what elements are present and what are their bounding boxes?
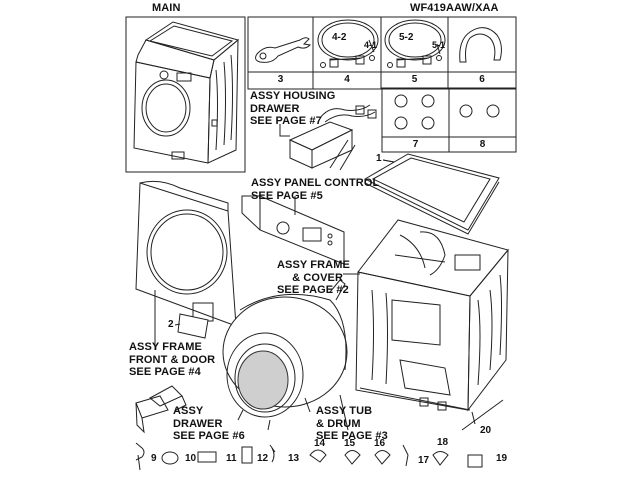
cabinet-frame-illustration [355,219,509,412]
accessory-grid-caps [381,87,517,153]
part-number-6: 6 [479,74,485,85]
label-line: FRONT & DOOR [129,353,216,366]
label-line: SEE PAGE #2 [277,284,349,296]
callout-2-filter-cap: 2 [168,319,174,330]
callout-5-1: 5-1 [432,40,446,50]
label-line: SEE PAGE #4 [129,366,201,378]
label-line: ASSY FRAME [129,341,202,353]
drain-hose-illustration [461,399,504,431]
label-line: & COVER [292,271,343,284]
label-line: ASSY TUB [316,405,373,417]
callout-20-drain-hose: 20 [480,425,492,436]
main-washer-illustration [125,16,246,173]
callout-1-top-cover: 1 [376,153,382,164]
part-number-14: 14 [314,438,326,449]
label-line: DRAWER [173,417,223,430]
part-number-15: 15 [344,438,356,449]
label-assy-panel-control: ASSY PANEL CONTROL SEE PAGE #5 [251,177,379,202]
label-line: DRAWER [250,102,300,115]
label-line: SEE PAGE #3 [316,430,388,442]
part-number-9: 9 [151,453,157,464]
label-assy-housing-drawer: ASSY HOUSING DRAWER SEE PAGE #7 [250,90,335,128]
part-number-10: 10 [185,453,197,464]
front-frame-door-illustration [135,180,237,350]
part-number-11: 11 [226,453,237,464]
panel-control-illustration [241,195,345,265]
label-line: ASSY HOUSING [250,90,336,102]
part-number-3: 3 [277,74,284,85]
part-number-8: 8 [479,139,486,150]
part-number-19: 19 [496,453,508,464]
label-line: SEE PAGE #5 [251,189,323,202]
part-number-18: 18 [437,437,449,448]
callout-4-2: 4-2 [332,32,347,43]
part-number-5: 5 [411,74,418,85]
model-number: WF419AAW/XAA [410,2,499,14]
label-assy-tub-drum: ASSY TUB & DRUM SEE PAGE #3 [316,405,388,443]
label-assy-frame-cover: ASSY FRAME & COVER SEE PAGE #2 [277,259,350,297]
part-number-16: 16 [374,438,386,449]
label-line: SEE PAGE #7 [250,115,322,127]
bottom-small-parts [135,442,483,471]
part-number-13: 13 [288,453,300,464]
tub-drum-illustration [222,279,349,431]
label-line: SEE PAGE #6 [173,430,245,442]
accessory-grid-top [247,16,517,90]
part-number-17: 17 [418,455,430,466]
top-cover-illustration [363,153,500,235]
label-assy-frame-front-door: ASSY FRAME FRONT & DOOR SEE PAGE #4 [129,341,215,379]
label-line: & DRUM [316,417,361,430]
filter-cap-illustration [177,313,209,339]
housing-drawer-illustration [279,104,377,171]
label-line: ASSY [173,405,204,417]
label-line: ASSY FRAME [277,259,350,271]
detergent-drawer-illustration [135,385,187,434]
label-line: ASSY PANEL CONTROL [251,177,380,189]
leader-lines [304,159,476,425]
part-number-12: 12 [257,453,269,464]
label-assy-drawer: ASSY DRAWER SEE PAGE #6 [173,405,245,443]
main-title: MAIN [152,2,181,14]
callout-4-1: 4-1 [364,40,378,50]
part-number-7: 7 [412,139,419,150]
part-number-4: 4 [344,74,350,85]
callout-5-2: 5-2 [399,32,414,43]
